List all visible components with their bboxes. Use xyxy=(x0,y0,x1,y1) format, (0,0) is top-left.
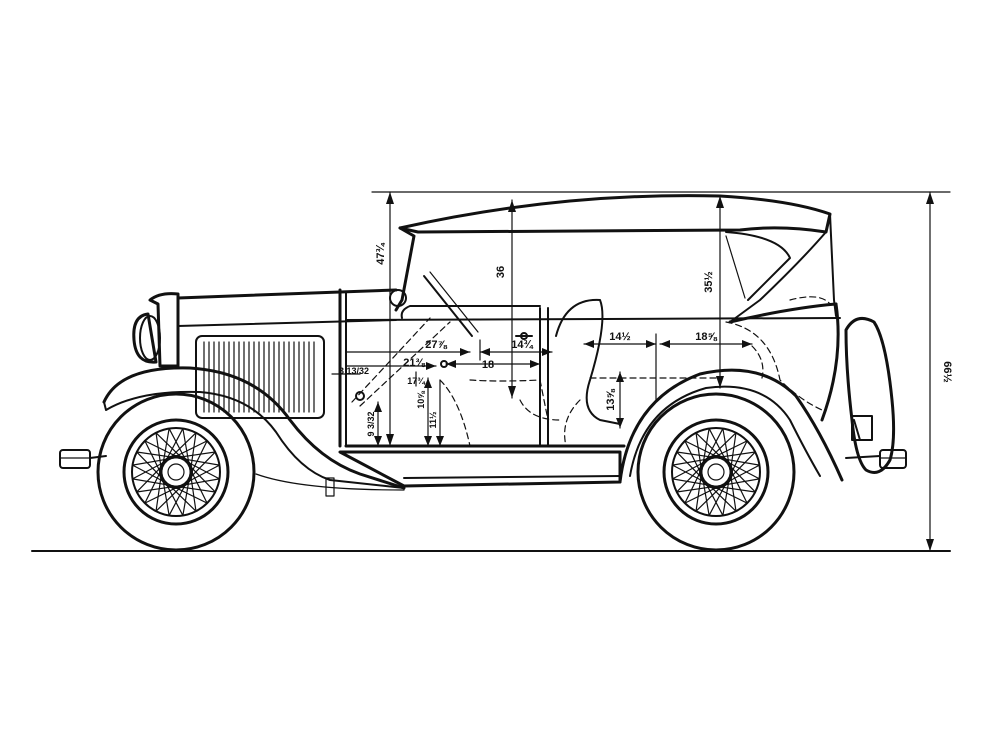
wheel-spoke xyxy=(136,451,187,460)
dim-front-seat-height: 17¾ xyxy=(407,376,426,386)
wheel-spoke xyxy=(144,458,168,504)
dim-toe-board: 10⅝ xyxy=(416,391,426,409)
dim-interior-height: 36 xyxy=(495,266,507,278)
wheel-spoke xyxy=(155,461,164,512)
louver-slats xyxy=(203,341,315,413)
wheel-spoke xyxy=(155,432,192,468)
wheel-spoke xyxy=(175,464,221,489)
steering-column xyxy=(423,275,473,337)
wheel-spoke xyxy=(695,461,704,512)
wheel-spoke xyxy=(182,466,192,517)
dim-pedal-height: 9 3/32 xyxy=(366,411,376,436)
front-wheel xyxy=(96,392,256,552)
wheel-spoke xyxy=(131,455,177,480)
wheel-spoke xyxy=(720,451,756,488)
wheel-spoke xyxy=(144,440,190,464)
dim-front-seat-depth: 18 xyxy=(482,359,494,371)
dim-seat-to-wheel: 14¾ xyxy=(511,339,533,351)
hood xyxy=(176,288,398,300)
wheel-spoke xyxy=(702,480,748,504)
dim-rear-seat-height: 13⅝ xyxy=(605,388,617,410)
dim-rear-body-height: 35½ xyxy=(703,271,715,292)
front-seat-outline xyxy=(439,379,549,447)
wheel-spoke xyxy=(710,478,761,488)
rear-wheel xyxy=(636,392,796,552)
rear-seat-outline xyxy=(555,298,621,425)
wheel-spoke xyxy=(722,466,732,517)
wheel-spoke xyxy=(165,484,216,493)
radiator-shell xyxy=(148,292,180,368)
wheel-spoke xyxy=(705,484,756,493)
soft-top xyxy=(398,194,832,234)
front-bumper xyxy=(59,449,107,469)
wheel-spoke xyxy=(671,455,717,480)
wheel-spoke xyxy=(700,476,737,512)
wheel-spoke xyxy=(160,466,170,517)
dim-wheel-height: 21⅜ xyxy=(403,357,425,369)
dim-overall-height: 66½ xyxy=(941,361,953,382)
interior-dimensions: 66½ 35½ 36 47¾ 14½ 18⅝ 13⅝ 14¾ 18 27⅞ 21… xyxy=(331,195,953,447)
dim-floor-offset: 11½ xyxy=(428,411,438,429)
wheel-spoke xyxy=(695,432,732,468)
wheel-spoke xyxy=(170,478,221,488)
wheel-spoke xyxy=(676,456,712,493)
dim-windshield-height: 47¾ xyxy=(375,242,387,264)
hood-louvers xyxy=(195,335,325,419)
dim-cowl-offset: 3 13/32 xyxy=(339,366,369,376)
wheel-spoke xyxy=(684,458,708,504)
rear-fender xyxy=(618,368,844,484)
wheel-spoke xyxy=(159,471,184,517)
wheel-spoke xyxy=(180,451,216,488)
wheel-spoke xyxy=(676,451,727,460)
dim-pedal-reach: 27⅞ xyxy=(425,339,447,351)
headlamp xyxy=(132,312,158,364)
wheel-spoke xyxy=(671,456,722,466)
dim-rear-seat-depth: 14½ xyxy=(609,331,630,343)
rear-bumper xyxy=(845,449,907,469)
front-fender xyxy=(102,366,406,490)
wheel-spoke xyxy=(684,440,730,464)
wheel-spoke xyxy=(136,456,172,493)
car-body xyxy=(59,194,907,552)
wheel-spoke xyxy=(160,476,197,512)
wheel-spoke xyxy=(162,480,208,504)
wheel-spoke xyxy=(699,471,724,517)
dim-rear-compartment: 18⅝ xyxy=(695,331,717,343)
overall-height-dimension xyxy=(926,191,934,552)
wheel-spoke xyxy=(700,466,710,517)
wheel-spoke xyxy=(131,456,182,466)
wheel-spoke xyxy=(715,464,761,489)
